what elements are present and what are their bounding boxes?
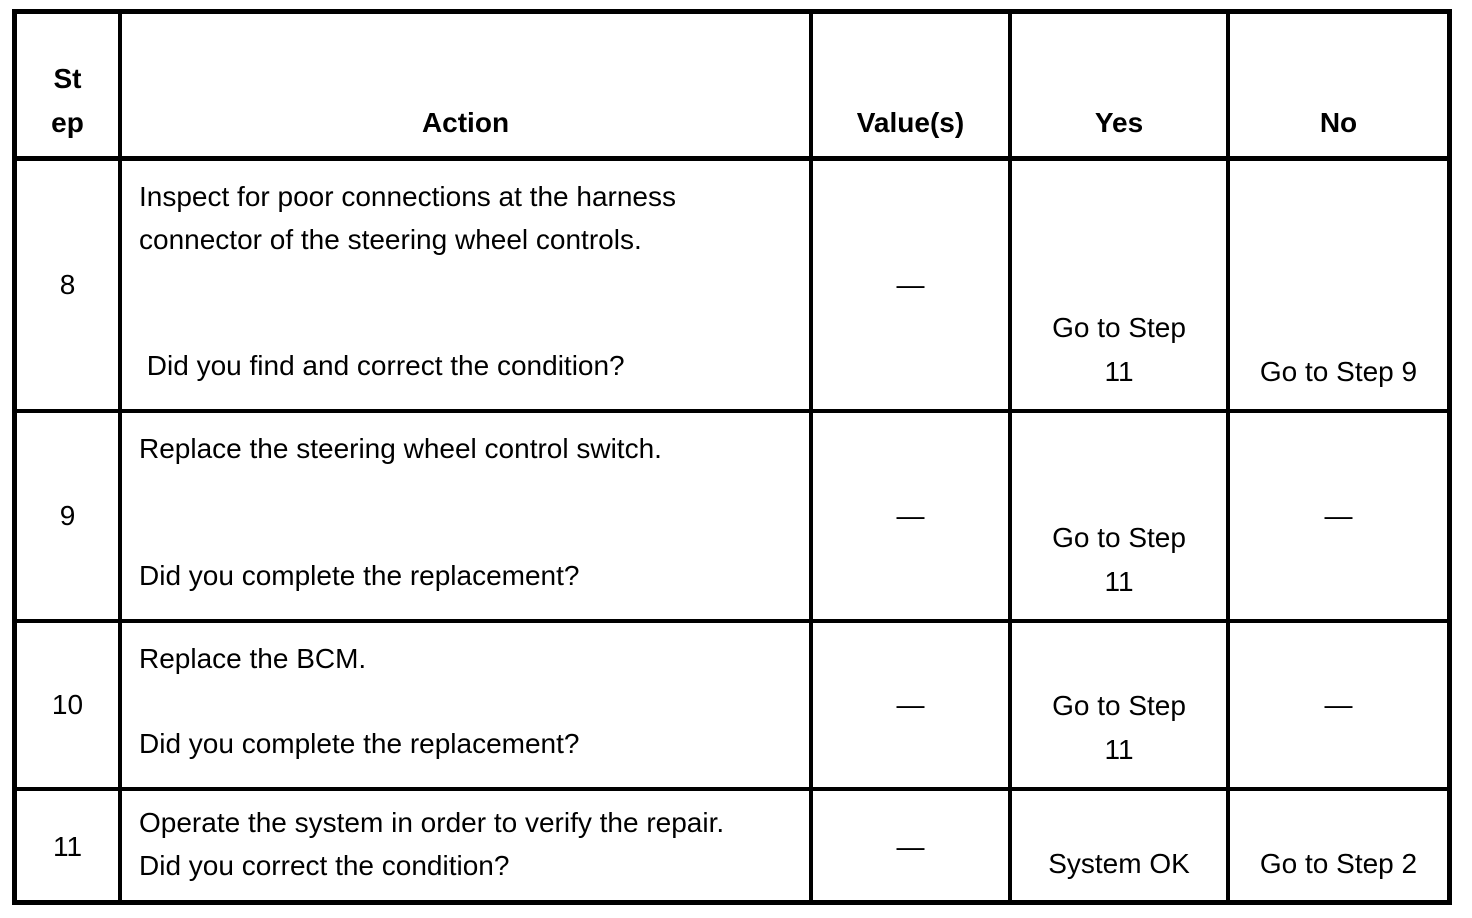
value-cell: — — [809, 161, 1008, 409]
step-number: 10 — [51, 689, 84, 721]
action-question: Did you complete the replacement? — [139, 559, 580, 591]
action-cell: Inspect for poor connections at the harn… — [118, 161, 809, 409]
action-cell: Replace the BCM. Did you complete the re… — [118, 623, 809, 787]
value-cell: — — [809, 791, 1008, 902]
header-label-step: St ep — [51, 63, 84, 138]
yes-cell: Go to Step 11 — [1008, 413, 1226, 619]
step-cell: 9 — [17, 413, 118, 619]
header-label-no: No — [1319, 106, 1358, 138]
value-dash: — — [896, 689, 925, 721]
table-row-step-11: 11 Operate the system in order to verify… — [17, 787, 1447, 902]
action-question: Did you find and correct the condition? — [139, 349, 625, 381]
yes-cell: System OK — [1008, 791, 1226, 902]
header-cell-no: No — [1226, 14, 1447, 156]
yes-instruction: Go to Step 11 — [1052, 690, 1186, 765]
no-instruction: Go to Step 2 — [1259, 848, 1418, 880]
action-question: Did you complete the replacement? — [139, 727, 580, 759]
no-cell: — — [1226, 413, 1447, 619]
header-label-values: Value(s) — [856, 106, 965, 138]
value-dash: — — [896, 500, 925, 532]
yes-instruction: System OK — [1048, 848, 1190, 880]
action-question: Did you correct the condition? — [139, 850, 510, 882]
header-label-action: Action — [421, 106, 510, 138]
step-number: 9 — [59, 500, 76, 532]
header-label-yes: Yes — [1094, 106, 1144, 138]
header-cell-yes: Yes — [1008, 14, 1226, 156]
action-description: Inspect for poor connections at the harn… — [139, 181, 684, 256]
action-description: Replace the steering wheel control switc… — [139, 433, 662, 464]
no-cell: — — [1226, 623, 1447, 787]
value-cell: — — [809, 413, 1008, 619]
action-cell: Operate the system in order to verify th… — [118, 791, 809, 902]
action-description: Operate the system in order to verify th… — [139, 807, 725, 838]
no-instruction: Go to Step 9 — [1259, 355, 1418, 387]
diagnostic-table: St ep Action Value(s) Yes No 8 Inspect f… — [12, 9, 1452, 905]
step-cell: 8 — [17, 161, 118, 409]
no-dash: — — [1324, 689, 1353, 721]
table-header-row: St ep Action Value(s) Yes No — [17, 14, 1447, 156]
yes-cell: Go to Step 11 — [1008, 623, 1226, 787]
action-cell: Replace the steering wheel control switc… — [118, 413, 809, 619]
header-cell-action: Action — [118, 14, 809, 156]
header-cell-values: Value(s) — [809, 14, 1008, 156]
no-cell: Go to Step 2 — [1226, 791, 1447, 902]
table-row-step-8: 8 Inspect for poor connections at the ha… — [17, 156, 1447, 409]
yes-instruction: Go to Step 11 — [1052, 312, 1186, 387]
yes-instruction: Go to Step 11 — [1052, 522, 1186, 597]
no-dash: — — [1324, 500, 1353, 532]
table-row-step-9: 9 Replace the steering wheel control swi… — [17, 409, 1447, 619]
value-dash: — — [896, 269, 925, 301]
step-number: 8 — [59, 269, 76, 301]
table-row-step-10: 10 Replace the BCM. Did you complete the… — [17, 619, 1447, 787]
header-cell-step: St ep — [17, 14, 118, 156]
action-description: Replace the BCM. — [139, 643, 367, 674]
step-cell: 11 — [17, 791, 118, 902]
value-cell: — — [809, 623, 1008, 787]
step-number: 11 — [52, 830, 83, 862]
yes-cell: Go to Step 11 — [1008, 161, 1226, 409]
step-cell: 10 — [17, 623, 118, 787]
no-cell: Go to Step 9 — [1226, 161, 1447, 409]
value-dash: — — [896, 830, 925, 862]
